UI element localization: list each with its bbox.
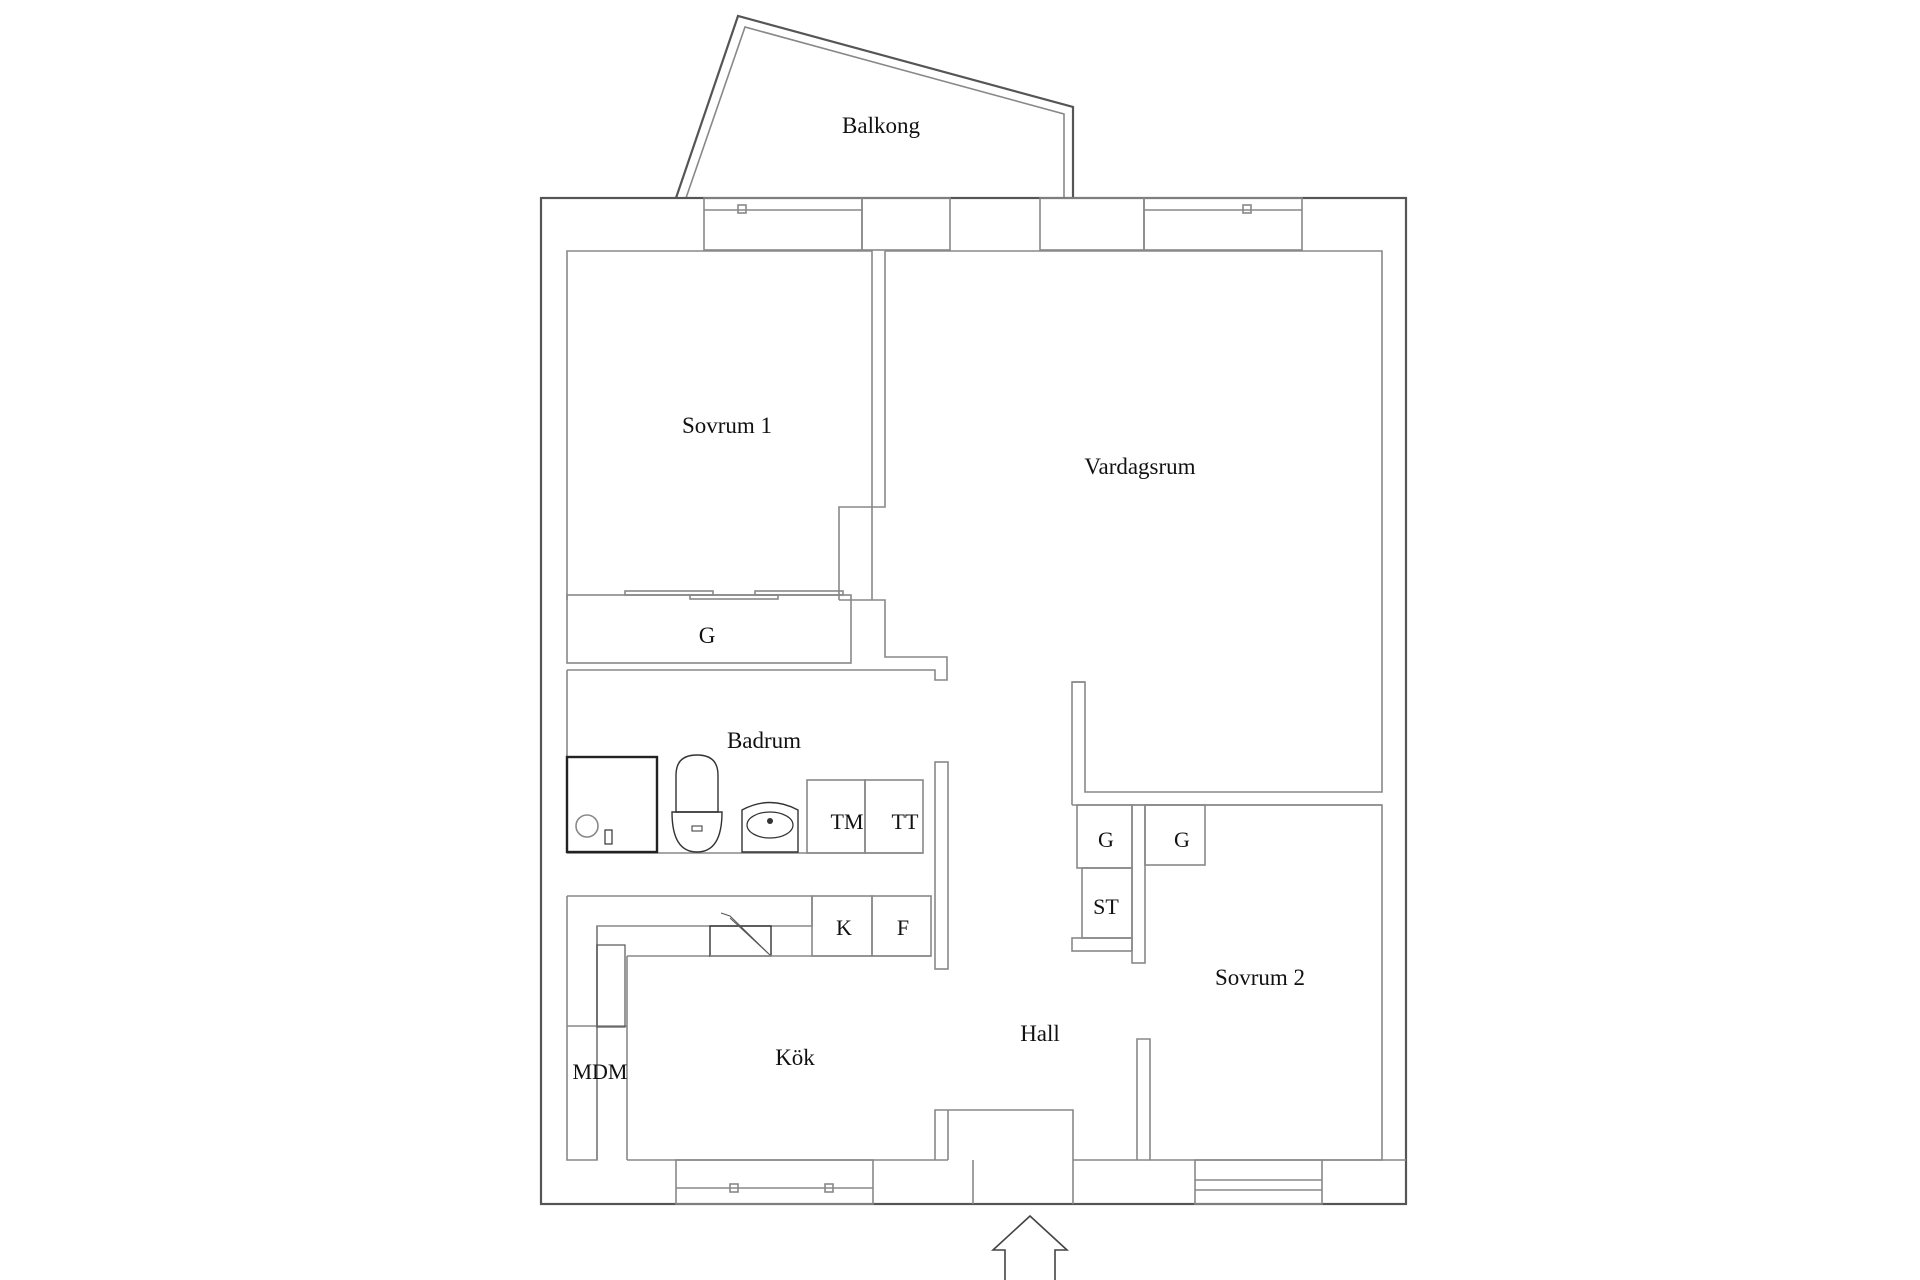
- label-garderob-2: G: [1098, 827, 1114, 852]
- sovrum2-room: [1136, 804, 1406, 1205]
- sovrum1-room: [566, 250, 886, 601]
- kok-room: [566, 895, 932, 1161]
- label-vardagsrum: Vardagsrum: [1084, 454, 1195, 479]
- wardrobe-1: [566, 590, 852, 664]
- label-mdm: MDM: [572, 1059, 627, 1084]
- label-k: K: [836, 915, 852, 940]
- sink-icon: [741, 801, 799, 853]
- label-garderob-3: G: [1174, 827, 1190, 852]
- label-balkong: Balkong: [842, 113, 920, 138]
- badrum-room: [565, 670, 949, 970]
- kitchen-sink-icon: [596, 944, 626, 1028]
- label-sovrum1: Sovrum 1: [682, 413, 772, 438]
- label-kok: Kök: [775, 1045, 815, 1070]
- shower-icon: [565, 755, 659, 854]
- label-st: ST: [1093, 894, 1119, 919]
- bottom-walls: [627, 1109, 1150, 1205]
- label-f: F: [897, 915, 909, 940]
- label-garderob-1: G: [699, 623, 716, 648]
- stove-icon: [709, 925, 772, 957]
- top-walls: [703, 197, 1303, 251]
- outer-wall: [539, 196, 1408, 1206]
- label-sovrum2: Sovrum 2: [1215, 965, 1305, 990]
- toilet-icon: [671, 754, 723, 853]
- label-badrum: Badrum: [727, 728, 801, 753]
- hall-wall: [567, 599, 948, 681]
- vardagsrum-room: [885, 250, 1383, 806]
- balcony: [674, 14, 1075, 199]
- entrance-arrow-icon: [990, 1214, 1070, 1280]
- label-tt: TT: [892, 809, 919, 834]
- label-hall: Hall: [1020, 1021, 1060, 1046]
- label-tm: TM: [831, 809, 864, 834]
